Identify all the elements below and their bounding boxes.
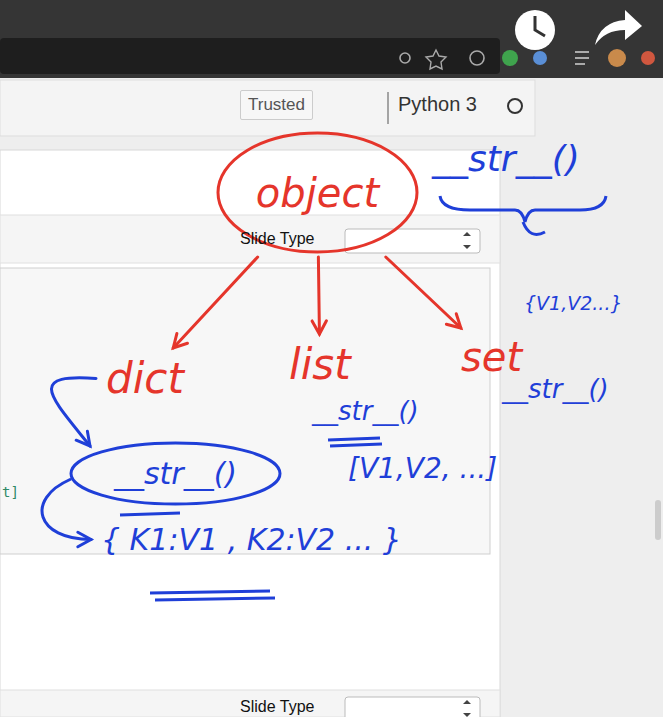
- arrowhead: [312, 321, 326, 334]
- arrow-connector: [51, 378, 96, 446]
- node-text: list: [289, 340, 351, 389]
- slide-type-label-text: Slide Type: [240, 230, 314, 247]
- connector-line: [173, 257, 257, 348]
- class-word: list: [283, 338, 357, 391]
- slide-type-label-text: Slide Type: [240, 698, 314, 715]
- method-note: __str__(): [432, 138, 580, 179]
- node-text: dict: [106, 354, 184, 403]
- kernel-name-text: Python 3: [398, 93, 477, 115]
- set-repr: {V1,V2...}: [524, 292, 623, 314]
- node-text: __str__(): [114, 456, 237, 491]
- code-fragment-text: t]: [2, 484, 19, 500]
- arrowhead: [78, 532, 91, 546]
- list-repr: [V1,V2, ...]: [348, 452, 497, 485]
- method-note-text: __str__(): [502, 374, 609, 404]
- list-repr-text: [V1,V2, ...]: [348, 452, 497, 485]
- method-circle: __str__(): [68, 440, 283, 507]
- method-note-text: __str__(): [432, 138, 580, 179]
- arrow-connector: [312, 257, 326, 334]
- connector-line: [51, 378, 96, 446]
- node-text: object: [256, 170, 379, 216]
- method-note: __str__(): [502, 374, 609, 404]
- trusted-button-text: Trusted: [248, 95, 305, 114]
- arrow-connector: [173, 257, 257, 348]
- arrowhead: [76, 431, 90, 446]
- set-repr-text: {V1,V2...}: [524, 292, 623, 314]
- trusted-button: Trusted: [240, 90, 313, 120]
- node-text: { K1:V1 , K2:V2 ... }: [101, 522, 402, 557]
- method-note-text: __str__(): [312, 396, 419, 426]
- dict-repr: { K1:V1 , K2:V2 ... }: [95, 520, 408, 559]
- node-text: set: [461, 334, 522, 380]
- slide-type-label: Slide Type: [240, 698, 314, 716]
- slide-type-label: Slide Type: [240, 230, 314, 248]
- arrowhead: [173, 333, 187, 348]
- connector-line: [386, 257, 461, 328]
- kernel-name: Python 3: [398, 93, 477, 116]
- class-word: dict: [100, 352, 190, 405]
- arrowhead: [446, 314, 461, 328]
- connector-line: [318, 257, 319, 334]
- method-note: __str__(): [312, 396, 419, 426]
- arrow-connector: [386, 257, 461, 328]
- code-fragment: t]: [2, 484, 19, 500]
